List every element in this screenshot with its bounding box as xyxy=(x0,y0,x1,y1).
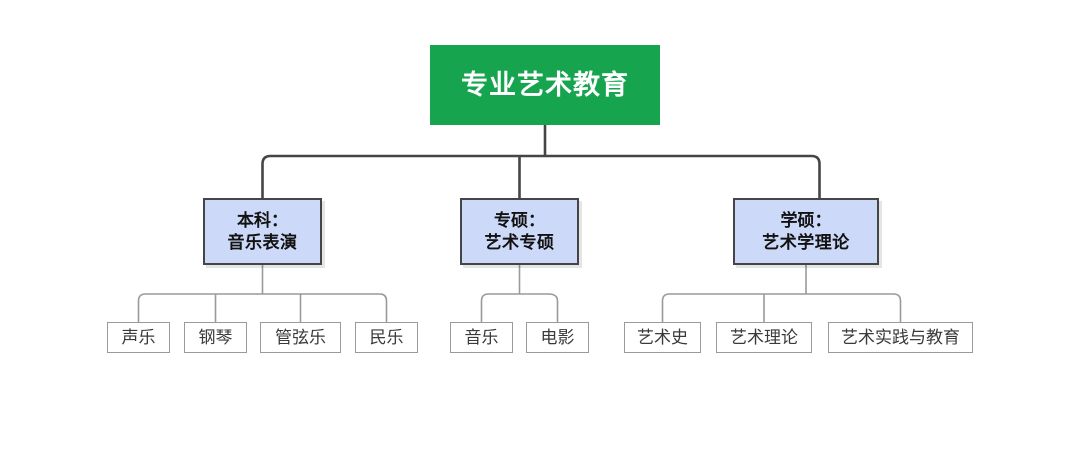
node-academic-master-line1: 学硕： xyxy=(780,210,832,230)
node-leaf-art-history-label: 艺术史 xyxy=(637,327,688,347)
node-academic-master[interactable]: 学硕： 艺术学理论 xyxy=(733,198,879,265)
node-professional-master-line1: 专硕： xyxy=(494,210,545,230)
node-undergraduate[interactable]: 本科： 音乐表演 xyxy=(203,198,322,265)
node-leaf-vocal[interactable]: 声乐 xyxy=(107,322,170,353)
node-leaf-art-theory-label: 艺术理论 xyxy=(730,327,798,347)
connector-professional-master-bus xyxy=(480,293,559,322)
node-leaf-piano-label: 钢琴 xyxy=(198,327,233,347)
node-leaf-film-label: 电影 xyxy=(540,327,575,347)
connector-root-bus xyxy=(261,154,821,198)
node-academic-master-line2: 艺术学理论 xyxy=(762,232,850,252)
connector-undergraduate-bus xyxy=(137,293,388,322)
node-leaf-music-label: 音乐 xyxy=(464,327,499,347)
node-leaf-folk-music-label: 民乐 xyxy=(369,327,404,347)
node-root-label: 专业艺术教育 xyxy=(461,69,629,100)
node-leaf-film[interactable]: 电影 xyxy=(526,322,589,353)
node-undergraduate-line1: 本科： xyxy=(237,210,288,230)
node-leaf-art-history[interactable]: 艺术史 xyxy=(624,322,701,353)
node-leaf-music[interactable]: 音乐 xyxy=(450,322,513,353)
node-leaf-folk-music[interactable]: 民乐 xyxy=(355,322,418,353)
node-leaf-art-theory[interactable]: 艺术理论 xyxy=(716,322,812,353)
node-leaf-piano[interactable]: 钢琴 xyxy=(184,322,247,353)
node-leaf-vocal-label: 声乐 xyxy=(121,327,156,347)
node-leaf-orchestral[interactable]: 管弦乐 xyxy=(260,322,341,353)
node-leaf-orchestral-label: 管弦乐 xyxy=(275,327,326,347)
node-leaf-art-practice-education-label: 艺术实践与教育 xyxy=(841,327,960,347)
node-root[interactable]: 专业艺术教育 xyxy=(430,45,660,125)
connector-academic-master-bus xyxy=(661,293,902,322)
node-professional-master[interactable]: 专硕： 艺术专硕 xyxy=(460,198,579,265)
node-leaf-art-practice-education[interactable]: 艺术实践与教育 xyxy=(828,322,973,353)
node-professional-master-line2: 艺术专硕 xyxy=(484,232,555,252)
node-undergraduate-line2: 音乐表演 xyxy=(227,232,298,252)
